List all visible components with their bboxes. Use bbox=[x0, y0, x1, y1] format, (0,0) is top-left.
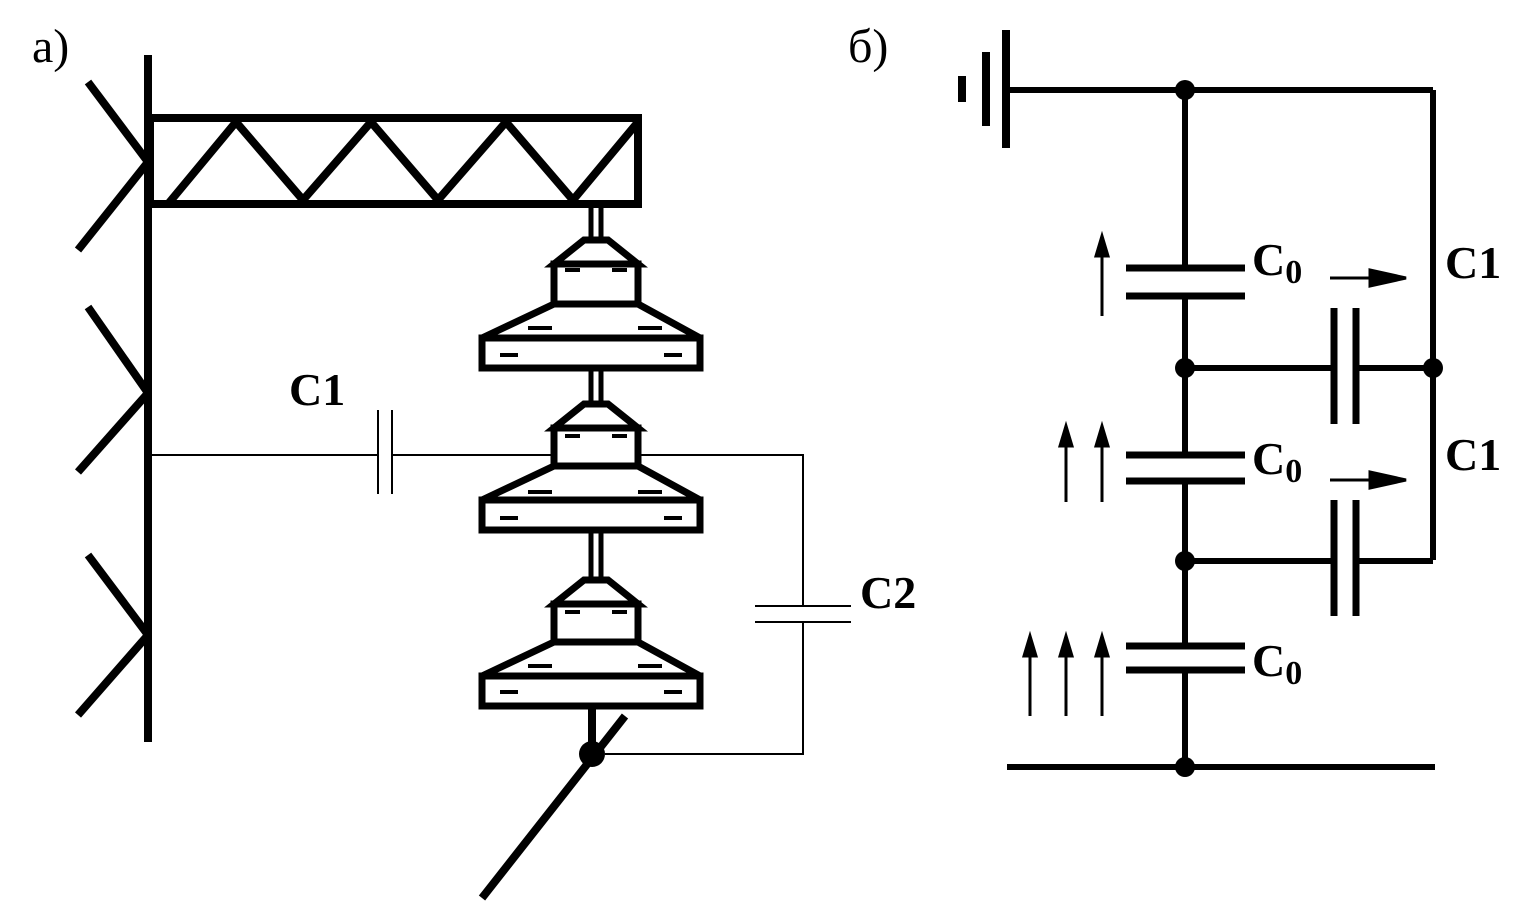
panel-b: б) bbox=[848, 20, 1501, 777]
c1-label: C1 bbox=[1445, 237, 1501, 288]
panel-a: а) bbox=[32, 20, 916, 901]
capacitor-c1 bbox=[1330, 308, 1360, 424]
capacitor-c0 bbox=[1126, 451, 1245, 485]
capacitor-c1 bbox=[1330, 500, 1360, 616]
capacitor-c0 bbox=[1126, 264, 1245, 300]
tower-mast bbox=[74, 55, 152, 742]
c0-label: C0 bbox=[1252, 433, 1302, 490]
capacitor-c2-stray bbox=[605, 454, 851, 755]
up-arrow-icon bbox=[1057, 420, 1111, 502]
conductor-wire bbox=[478, 713, 629, 901]
panel-a-label: а) bbox=[32, 20, 69, 73]
insulator-string bbox=[478, 206, 704, 748]
up-arrow-icon bbox=[1021, 630, 1111, 716]
capacitor-c1-stray bbox=[150, 410, 554, 494]
capacitor-c0 bbox=[1126, 642, 1245, 674]
insulator-disc bbox=[478, 576, 704, 710]
up-arrow-icon bbox=[1093, 230, 1111, 316]
c1-label: C1 bbox=[289, 364, 345, 415]
insulator-disc bbox=[478, 236, 704, 372]
junction-dots bbox=[1175, 80, 1443, 777]
insulator-disc bbox=[478, 400, 704, 534]
c0-label: C0 bbox=[1252, 234, 1302, 291]
c2-label: C2 bbox=[860, 567, 916, 618]
ground-icon bbox=[958, 30, 1010, 148]
c0-label: C0 bbox=[1252, 635, 1302, 692]
panel-b-label: б) bbox=[848, 20, 888, 73]
right-arrow-icon bbox=[1330, 470, 1407, 490]
c1-label: C1 bbox=[1445, 429, 1501, 480]
circuit-wiring bbox=[1006, 87, 1436, 770]
crossarm-truss bbox=[146, 114, 642, 208]
right-arrow-icon bbox=[1330, 268, 1407, 288]
